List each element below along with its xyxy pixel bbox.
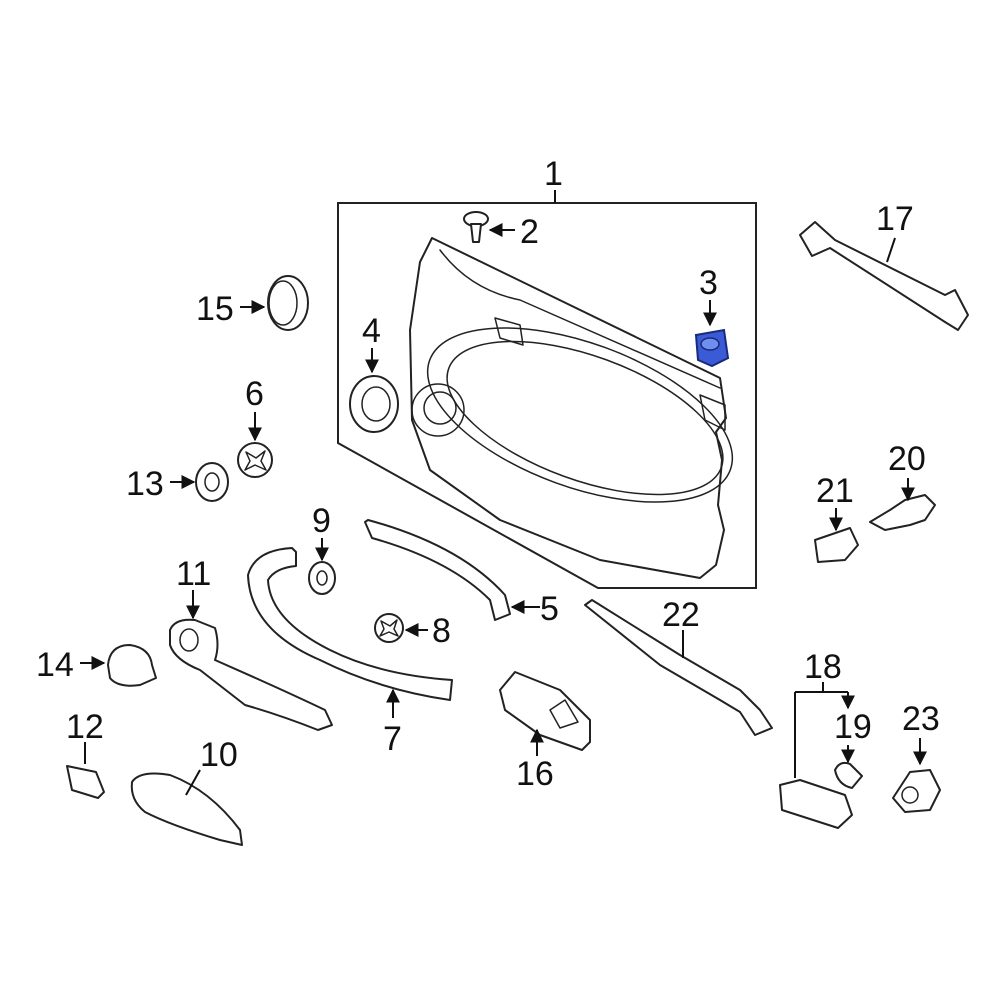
connector-part-21[interactable] <box>814 527 859 563</box>
callout-20: 20 <box>888 440 926 478</box>
handle-cover-part-10[interactable] <box>130 772 243 846</box>
upper-trim-part-17[interactable] <box>799 221 969 331</box>
handle-bracket-part-11[interactable] <box>169 618 333 731</box>
callout-22: 22 <box>662 596 700 634</box>
callout-10: 10 <box>200 736 238 774</box>
callout-1: 1 <box>544 155 563 193</box>
speaker-ring-part-4[interactable] <box>349 375 399 433</box>
callout-14: 14 <box>36 646 74 684</box>
callout-4: 4 <box>362 312 381 350</box>
callout-6: 6 <box>245 375 264 413</box>
leader-17 <box>886 237 896 263</box>
latch-housing-part-16[interactable] <box>499 671 591 751</box>
callout-21: 21 <box>816 472 854 510</box>
armrest-strip-part-7[interactable] <box>247 547 453 701</box>
callout-5: 5 <box>540 590 559 628</box>
callout-9: 9 <box>312 502 331 540</box>
leader-10 <box>185 769 201 796</box>
clip-part-2[interactable] <box>463 211 489 243</box>
callout-13: 13 <box>126 465 164 503</box>
callout-11: 11 <box>176 555 211 593</box>
star-clip-part-6[interactable] <box>237 442 273 478</box>
callout-2: 2 <box>520 213 539 251</box>
callout-8: 8 <box>432 612 451 650</box>
callout-12: 12 <box>66 708 104 746</box>
bezel-part-12[interactable] <box>66 765 105 799</box>
door-panel-part[interactable] <box>405 237 755 579</box>
callout-23: 23 <box>902 700 940 738</box>
star-clip-part-8[interactable] <box>374 613 404 643</box>
callout-16: 16 <box>516 755 554 793</box>
actuator-part-23[interactable] <box>892 769 941 813</box>
bulb-socket-part-20[interactable] <box>869 494 936 531</box>
round-cap-part-15[interactable] <box>267 275 309 331</box>
washer-part-9[interactable] <box>308 561 336 595</box>
callout-19: 19 <box>834 708 872 746</box>
assembly-frame <box>337 202 757 589</box>
lamp-housing-part-18[interactable] <box>779 779 853 829</box>
trim-strip-part-5[interactable] <box>364 519 511 621</box>
grommet-part-3-highlighted[interactable] <box>694 328 730 368</box>
callout-15: 15 <box>196 290 234 328</box>
cap-part-14[interactable] <box>107 644 157 687</box>
callout-7: 7 <box>383 720 402 758</box>
callout-3: 3 <box>699 264 718 302</box>
leader-18 <box>794 682 848 778</box>
callout-18: 18 <box>804 648 842 686</box>
washer-part-13[interactable] <box>195 462 229 502</box>
weatherstrip-part-22[interactable] <box>584 599 773 736</box>
callout-17: 17 <box>876 200 914 238</box>
bulb-part-19[interactable] <box>834 761 863 789</box>
